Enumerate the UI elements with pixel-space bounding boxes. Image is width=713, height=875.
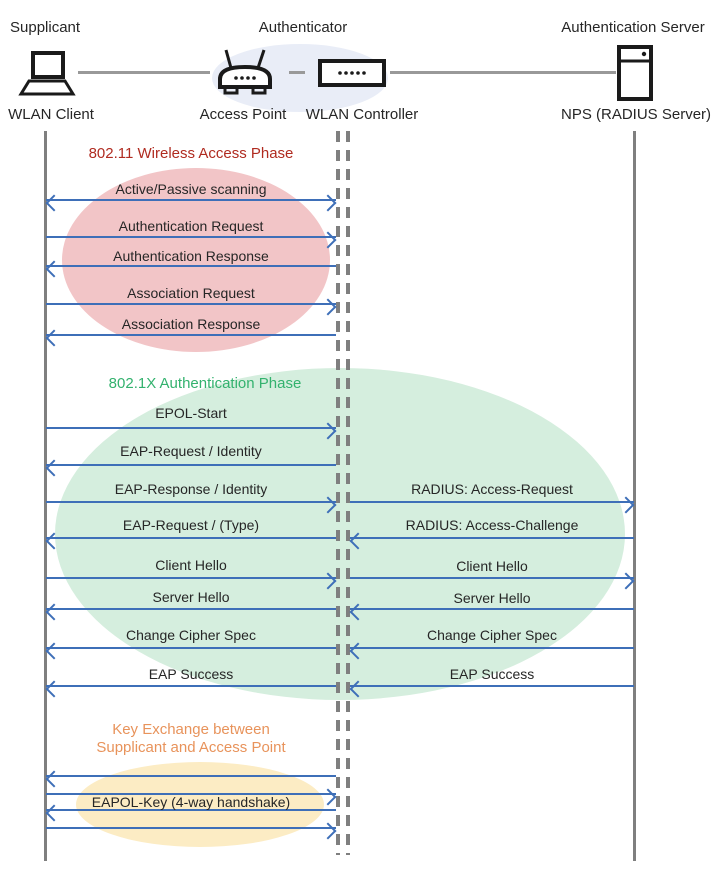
message-label: Change Cipher Spec <box>126 627 256 643</box>
arrow-radius-access-request <box>350 501 634 503</box>
message-label: Client Hello <box>456 558 528 574</box>
arrow-authentication-request <box>46 236 336 238</box>
lifeline-authenticator-dashed-2 <box>346 131 350 855</box>
arrow-radius-access-challenge <box>350 537 634 539</box>
arrow-authentication-response <box>46 265 336 267</box>
device-access-point: Access Point <box>199 106 287 123</box>
message-label: EAP-Response / Identity <box>114 481 268 497</box>
arrow-change-cipher-spec-right <box>350 647 634 649</box>
arrow-eap-request-identity <box>46 464 336 466</box>
arrow-change-cipher-spec-left <box>46 647 336 649</box>
message-label: EAP Success <box>449 666 535 682</box>
message-label: RADIUS: Access-Challenge <box>405 517 579 533</box>
message-label: Association Response <box>121 316 261 332</box>
role-authentication-server: Authentication Server <box>561 19 705 36</box>
laptop-icon <box>15 50 79 105</box>
wlan-controller-icon <box>318 59 386 92</box>
arrow-eap-request-type <box>46 537 336 539</box>
message-label: Authentication Response <box>113 248 269 264</box>
eapol-key-label: EAPOL-Key (4-way handshake) <box>91 794 291 810</box>
link-controller-to-server <box>390 71 616 74</box>
arrow-eap-success-right <box>350 685 634 687</box>
message-label: Server Hello <box>453 590 531 606</box>
link-client-to-ap <box>78 71 210 74</box>
device-nps-radius-server: NPS (RADIUS Server) <box>561 106 712 123</box>
arrow-eap-success-left <box>46 685 336 687</box>
arrow-eapol-key-msg2 <box>46 793 336 795</box>
access-point-icon <box>214 48 276 103</box>
role-authenticator: Authenticator <box>258 19 348 36</box>
arrow-eapol-key-msg4 <box>46 827 336 829</box>
arrow-eapol-key-msg3 <box>46 809 336 811</box>
server-icon <box>616 44 654 107</box>
arrow-active-passive-scanning <box>46 199 336 201</box>
lifeline-authenticator-dashed-1 <box>336 131 340 855</box>
arrow-server-hello-right <box>350 608 634 610</box>
phase2-ellipse <box>55 368 625 700</box>
message-label: EPOL-Start <box>155 405 227 421</box>
phase1-title: 802.11 Wireless Access Phase <box>88 145 294 162</box>
arrow-server-hello-left <box>46 608 336 610</box>
arrow-association-request <box>46 303 336 305</box>
lifeline-wlan-client <box>44 131 47 861</box>
arrow-eapol-key-msg1 <box>46 775 336 777</box>
message-label: EAP-Request / Identity <box>120 443 262 459</box>
phase3-title-line2: Supplicant and Access Point <box>96 739 286 756</box>
message-label: EAP-Request / (Type) <box>122 517 260 533</box>
arrow-epol-start <box>46 427 336 429</box>
arrow-association-response <box>46 334 336 336</box>
message-label: Association Request <box>127 285 255 301</box>
phase2-title: 802.1X Authentication Phase <box>108 375 302 392</box>
role-supplicant: Supplicant <box>10 19 81 36</box>
phase3-title-line1: Key Exchange between <box>112 721 270 738</box>
link-ap-to-controller <box>289 71 305 74</box>
message-label: Server Hello <box>152 589 230 605</box>
message-label: Active/Passive scanning <box>115 181 267 197</box>
arrow-client-hello-left <box>46 577 336 579</box>
device-wlan-controller: WLAN Controller <box>305 106 419 123</box>
lifeline-radius-server <box>633 131 636 861</box>
arrow-client-hello-right <box>350 577 634 579</box>
device-wlan-client: WLAN Client <box>8 106 94 123</box>
message-label: Change Cipher Spec <box>427 627 557 643</box>
message-label: Authentication Request <box>118 218 264 234</box>
arrow-eap-response-identity <box>46 501 336 503</box>
message-label: Client Hello <box>155 557 227 573</box>
message-label: EAP Success <box>148 666 234 682</box>
message-label: RADIUS: Access-Request <box>411 481 573 497</box>
